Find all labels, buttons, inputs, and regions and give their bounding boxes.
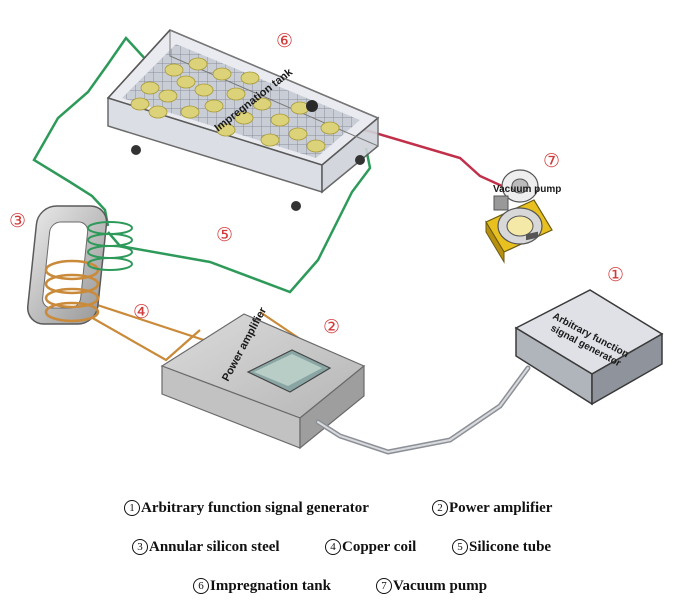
callout-4: ④ [133,302,151,323]
impregnation-tank: Impregnation tank [106,29,380,211]
silicone-tube-right [107,147,372,294]
green-coil-winding [87,221,133,271]
power-amplifier: Power amplifier [160,305,366,450]
legend-text: Copper coil [342,539,417,555]
legend-number: 2 [432,500,448,516]
legend-text: Annular silicon steel [149,539,280,555]
vacuum-pump: Vacuum pump [485,169,561,264]
signal-generator: Arbitrary function signal generator [514,231,664,406]
callout-5: ⑤ [216,225,234,246]
legend-text: Silicone tube [469,539,552,555]
legend-text: Power amplifier [449,500,553,516]
callout-1: ① [607,265,625,286]
callout-7: ⑦ [543,151,561,172]
callout-6: ⑥ [276,31,294,52]
legend-number: 5 [452,539,468,555]
legend-number: 3 [132,539,148,555]
callout-3: ③ [9,211,27,232]
legend-number: 4 [325,539,341,555]
legend-text: Arbitrary function signal generator [141,500,369,516]
legend-text: Vacuum pump [393,578,488,594]
legend-text: Impregnation tank [210,578,331,594]
pump-body-label: Vacuum pump [493,184,561,195]
silicon-steel-core [26,205,108,325]
legend-number: 6 [193,578,209,594]
legend-number: 7 [376,578,392,594]
legend-number: 1 [124,500,140,516]
callout-2: ② [323,317,341,338]
silicone-tube-left [32,36,149,227]
copper-coil [44,259,100,323]
copper-lead-1 [81,311,201,362]
